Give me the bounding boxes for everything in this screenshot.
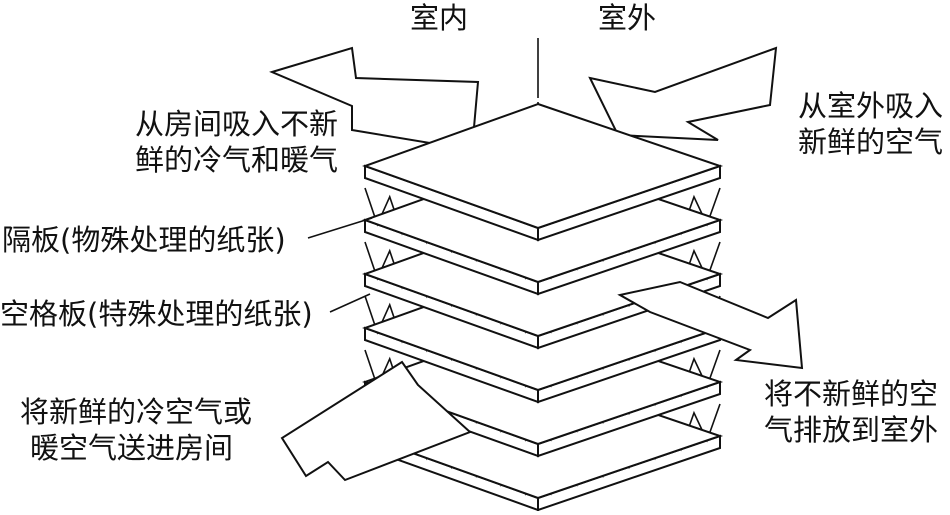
stale-air-exhaust-label-line-1: 将不新鲜的空: [764, 377, 939, 411]
partition-label: 隔板(物殊处理的纸张): [2, 223, 286, 257]
fresh-air-supply-label-line-2: 暖空气送进房间: [30, 431, 234, 465]
stale-air-intake-label-line-1: 从房间吸入不新: [134, 107, 338, 141]
indoor-header: 室内: [410, 1, 469, 35]
stale-air-exhaust-arrow: [617, 280, 804, 370]
fresh-air-intake-label-line-1: 从室外吸入: [798, 89, 944, 123]
stale-air-intake-arrow: [269, 46, 480, 152]
spacer-leader-line: [329, 293, 371, 313]
spacer-label: 空格板(特殊处理的纸张): [0, 297, 313, 331]
fresh-air-supply-arrow: [280, 360, 472, 482]
stale-air-intake-label-line-2: 鲜的冷气和暖气: [134, 143, 338, 177]
stale-air-exhaust-label-line-2: 气排放到室外: [764, 413, 939, 447]
fresh-air-supply-label-line-1: 将新鲜的冷空气或: [20, 395, 253, 429]
outdoor-header: 室外: [598, 1, 657, 35]
partition-plate-top: [362, 102, 724, 230]
fresh-air-intake-arrow: [588, 46, 778, 141]
fresh-air-intake-label-line-2: 新鲜的空气: [798, 125, 944, 159]
partition-leader-line: [307, 217, 373, 239]
